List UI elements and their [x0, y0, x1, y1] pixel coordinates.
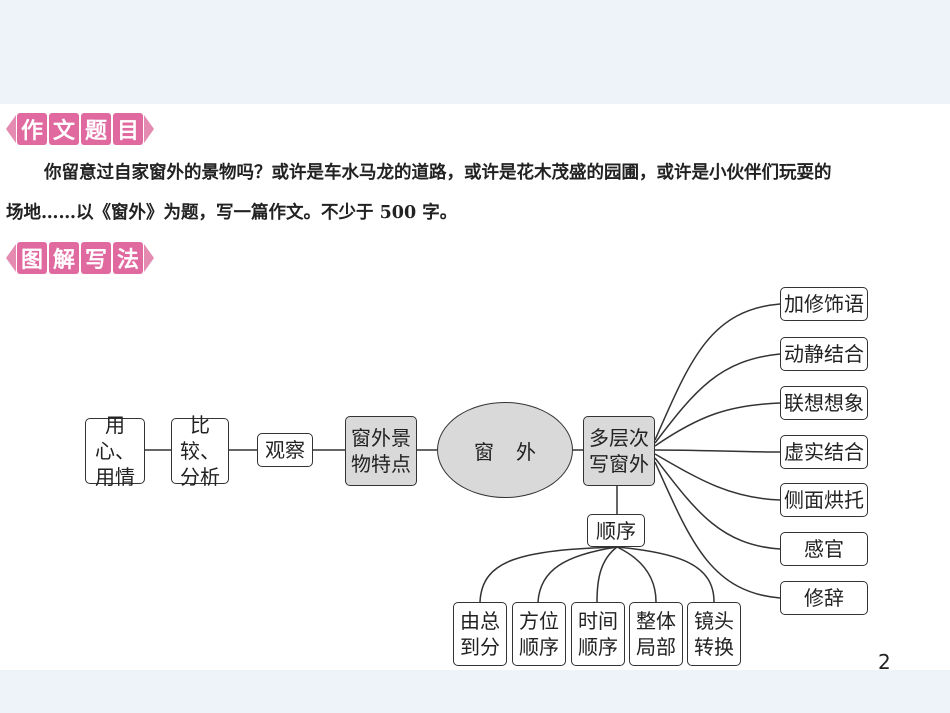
heading-char: 写 — [81, 242, 111, 274]
branch-side-contrast: 侧面烘托 — [780, 483, 868, 517]
heading-topic: 作 文 题 目 — [4, 109, 156, 149]
heading-char: 目 — [113, 113, 143, 145]
heading-char: 法 — [113, 242, 143, 274]
node-scene-features: 窗外景 物特点 — [345, 416, 417, 486]
heading-char: 题 — [81, 113, 111, 145]
node-multi-layer: 多层次 写窗外 — [583, 416, 655, 486]
node-order: 顺序 — [587, 514, 645, 547]
badge-left-cap — [4, 240, 16, 276]
order-general-specific: 由总 到分 — [453, 602, 507, 666]
heading-char: 图 — [17, 242, 47, 274]
heading-char: 作 — [17, 113, 47, 145]
order-lens-switch: 镜头 转换 — [687, 602, 741, 666]
node-center-window: 窗外 — [437, 402, 573, 498]
heading-char: 文 — [49, 113, 79, 145]
badge-left-cap — [4, 111, 16, 147]
heading-method: 图 解 写 法 — [4, 238, 156, 278]
page-number: 2 — [878, 650, 891, 674]
branch-association: 联想想象 — [780, 386, 868, 420]
branch-real-virtual: 虚实结合 — [780, 435, 868, 469]
order-whole-part: 整体 局部 — [629, 602, 683, 666]
badge-right-cap — [144, 240, 156, 276]
node-compare-analyze: 比较、 分析 — [171, 413, 229, 489]
node-observe: 观察 — [257, 433, 313, 467]
heading-char: 解 — [49, 242, 79, 274]
order-temporal: 时间 顺序 — [571, 602, 625, 666]
branch-rhetoric: 修辞 — [780, 581, 868, 615]
node-heart-feeling: 用心、 用情 — [85, 413, 145, 489]
branch-senses: 感官 — [780, 532, 868, 566]
prompt-line-1: 你留意过自家窗外的景物吗？或许是车水马龙的道路，或许是花木茂盛的园圃，或许是小伙… — [44, 163, 832, 183]
order-spatial: 方位 顺序 — [512, 602, 566, 666]
branch-modifiers: 加修饰语 — [780, 287, 868, 321]
badge-right-cap — [144, 111, 156, 147]
prompt-line-2: 场地……以《窗外》为题，写一篇作文。不少于 500 字。 — [6, 203, 458, 223]
branch-motion-stillness: 动静结合 — [780, 337, 868, 371]
